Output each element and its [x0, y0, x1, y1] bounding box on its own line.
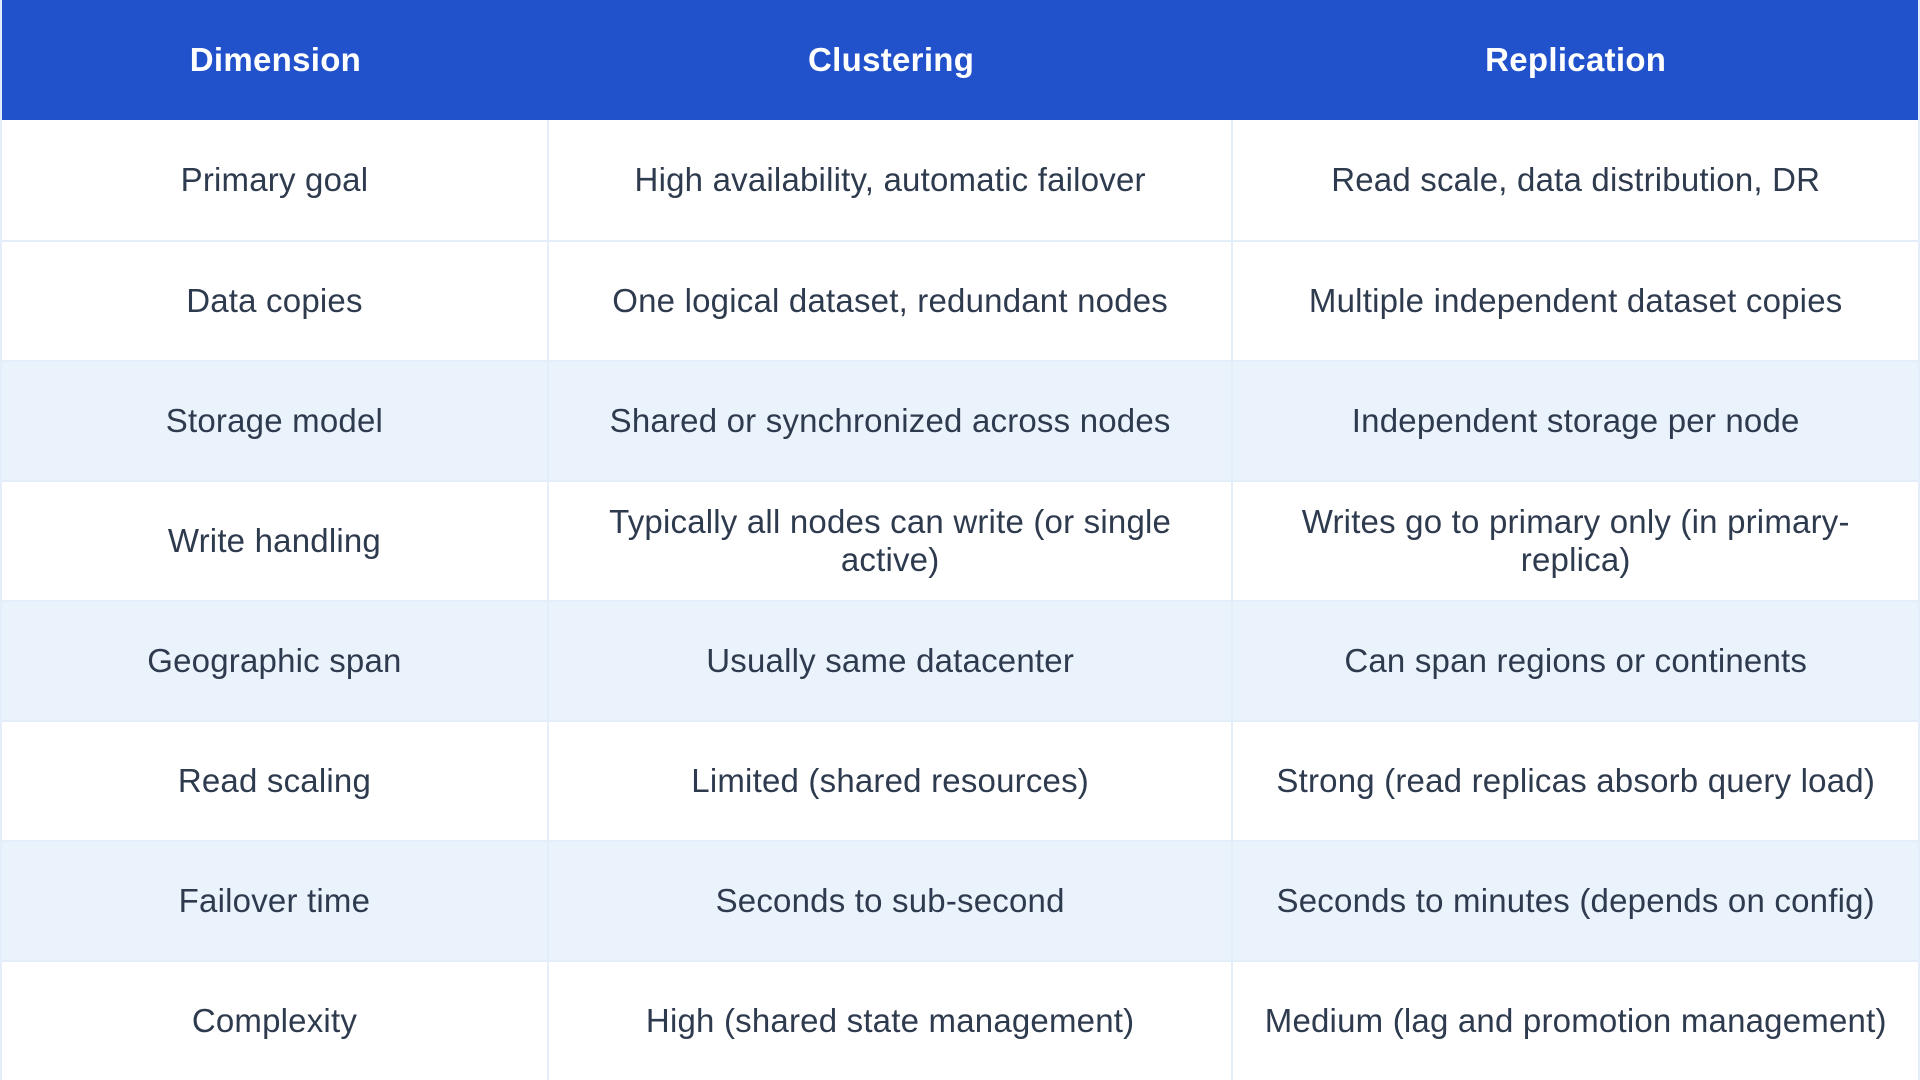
clustering-cell: Shared or synchronized across nodes — [549, 362, 1234, 480]
dimension-cell: Read scaling — [2, 722, 549, 840]
clustering-cell: High availability, automatic failover — [549, 120, 1234, 240]
replication-cell: Medium (lag and promotion management) — [1264, 1002, 1887, 1039]
replication-cell: Writes go to primary only (in primary-re… — [1301, 503, 1850, 578]
table-row: Read scaling Limited (shared resources) … — [2, 720, 1918, 840]
clustering-cell: Limited (shared resources) — [549, 722, 1234, 840]
clustering-cell: Usually same datacenter — [549, 602, 1234, 720]
table-header-row: Dimension Clustering Replication — [2, 0, 1918, 120]
table-row: Primary goal High availability, automati… — [2, 120, 1918, 240]
replication-cell: Multiple independent dataset copies — [1308, 282, 1843, 319]
clustering-cell: Seconds to sub-second — [549, 842, 1234, 960]
dimension-cell: Geographic span — [2, 602, 549, 720]
table-row: Complexity High (shared state management… — [2, 960, 1918, 1080]
column-header-replication: Replication — [1485, 41, 1667, 78]
dimension-cell: Write handling — [2, 482, 549, 600]
dimension-cell: Data copies — [2, 242, 549, 360]
table-row: Failover time Seconds to sub-second Seco… — [2, 840, 1918, 960]
clustering-cell: One logical dataset, redundant nodes — [549, 242, 1234, 360]
table-body: Primary goal High availability, automati… — [2, 120, 1918, 1080]
dimension-cell: Storage model — [2, 362, 549, 480]
table-row: Geographic span Usually same datacenter … — [2, 600, 1918, 720]
column-header-dimension: Dimension — [189, 41, 362, 78]
column-header-clustering: Clustering — [808, 41, 975, 78]
table-row: Storage model Shared or synchronized acr… — [2, 360, 1918, 480]
replication-cell: Can span regions or continents — [1344, 642, 1808, 679]
replication-cell: Seconds to minutes (depends on config) — [1276, 882, 1875, 919]
table-row: Write handling Typically all nodes can w… — [2, 480, 1918, 600]
replication-cell: Strong (read replicas absorb query load) — [1276, 762, 1876, 799]
dimension-cell: Complexity — [2, 962, 549, 1080]
clustering-cell: Typically all nodes can write (or single… — [549, 482, 1234, 600]
dimension-cell: Failover time — [2, 842, 549, 960]
replication-cell: Read scale, data distribution, DR — [1331, 161, 1821, 198]
table-row: Data copies One logical dataset, redunda… — [2, 240, 1918, 360]
dimension-cell: Primary goal — [2, 120, 549, 240]
replication-cell: Independent storage per node — [1351, 402, 1800, 439]
clustering-cell: High (shared state management) — [549, 962, 1234, 1080]
